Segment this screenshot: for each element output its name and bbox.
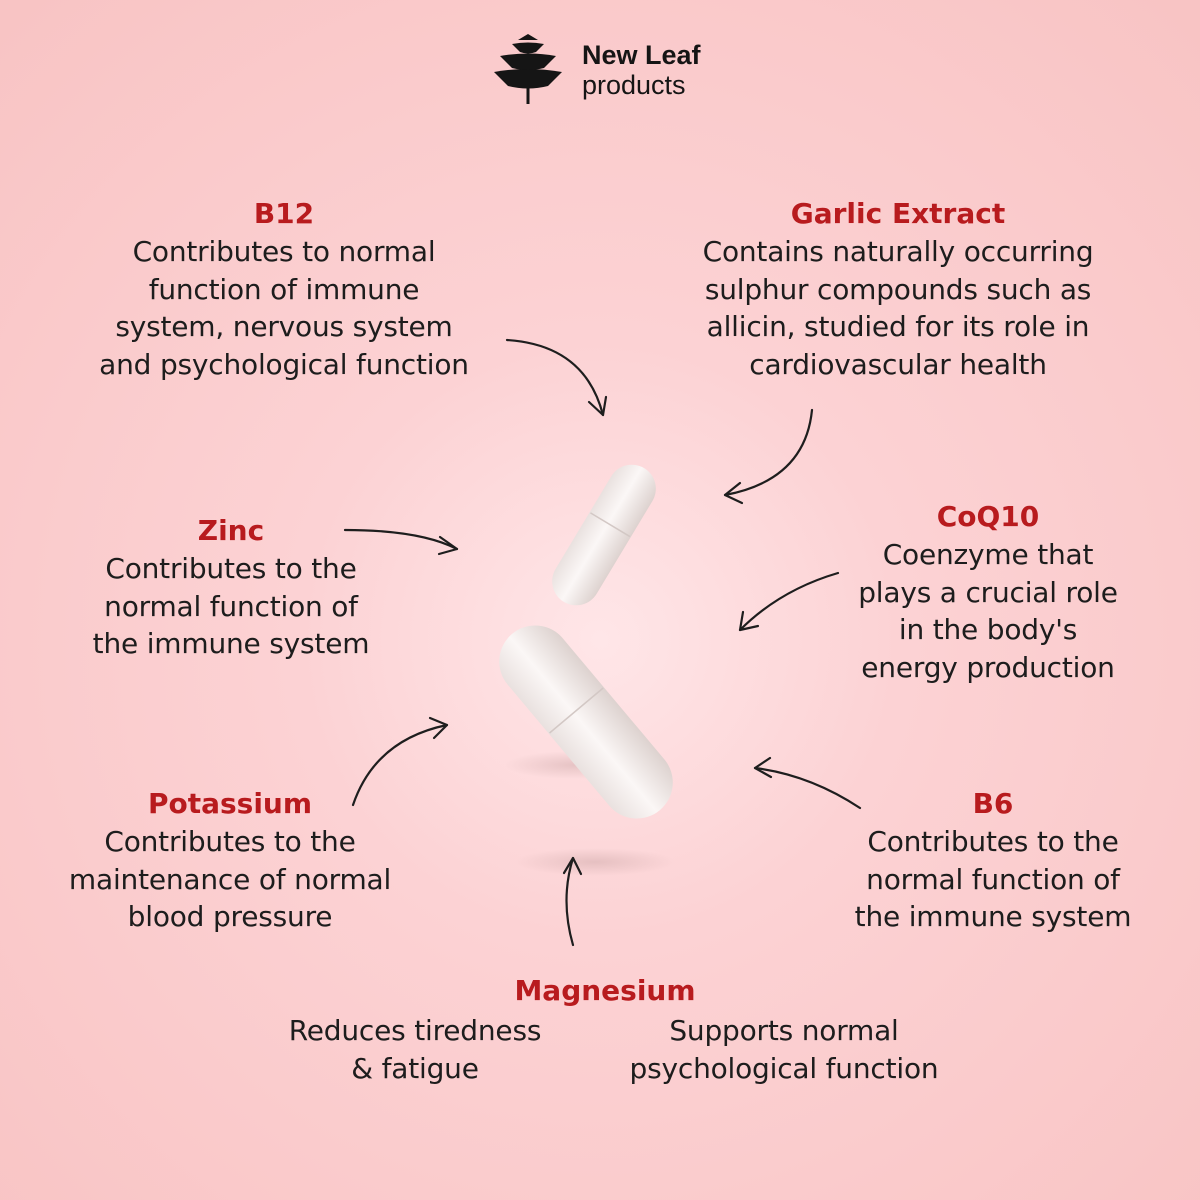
large-capsule — [499, 625, 673, 819]
coq10-description: Coenzyme that plays a crucial role in th… — [858, 538, 1118, 684]
arrow-b6 — [753, 756, 862, 810]
brand-subtitle: products — [582, 70, 686, 100]
arrow-b12 — [505, 338, 608, 417]
arrow-potassium — [351, 716, 449, 807]
b6-title: B6 — [972, 787, 1014, 820]
garlic-extract-description: Contains naturally occurring sulphur com… — [702, 235, 1094, 381]
arrow-coq10 — [738, 571, 840, 632]
magnesium-description-left: Reduces tiredness & fatigue — [288, 1014, 542, 1085]
garlic-extract-block: Garlic Extract Contains naturally occurr… — [678, 195, 1118, 383]
b12-description: Contributes to normal function of immune… — [99, 235, 469, 381]
magnesium-title-block: Magnesium — [455, 972, 755, 1010]
zinc-description: Contributes to the normal function of th… — [92, 552, 370, 660]
potassium-description: Contributes to the maintenance of normal… — [68, 825, 392, 933]
magnesium-title: Magnesium — [514, 974, 696, 1007]
coq10-block: CoQ10 Coenzyme that plays a crucial role… — [838, 498, 1138, 686]
b12-title: B12 — [253, 197, 315, 230]
arrow-magnesium — [562, 856, 583, 947]
potassium-title: Potassium — [147, 787, 313, 820]
garlic-extract-title: Garlic Extract — [790, 197, 1006, 230]
capsule-shadow — [515, 848, 675, 876]
leaf-tree-icon — [494, 34, 562, 104]
b6-description: Contributes to the normal function of th… — [854, 825, 1132, 933]
potassium-block: Potassium Contributes to the maintenance… — [50, 785, 410, 936]
coq10-title: CoQ10 — [936, 500, 1040, 533]
arrow-garlic-extract — [723, 408, 814, 505]
small-capsule — [552, 464, 656, 606]
arrow-zinc — [343, 528, 459, 556]
b6-block: B6 Contributes to the normal function of… — [838, 785, 1148, 936]
magnesium-description-right: Supports normal psychological function — [629, 1014, 939, 1085]
zinc-title: Zinc — [197, 514, 265, 547]
b12-block: B12 Contributes to normal function of im… — [84, 195, 484, 383]
zinc-block: Zinc Contributes to the normal function … — [76, 512, 386, 663]
brand-name: New Leaf — [582, 40, 701, 70]
